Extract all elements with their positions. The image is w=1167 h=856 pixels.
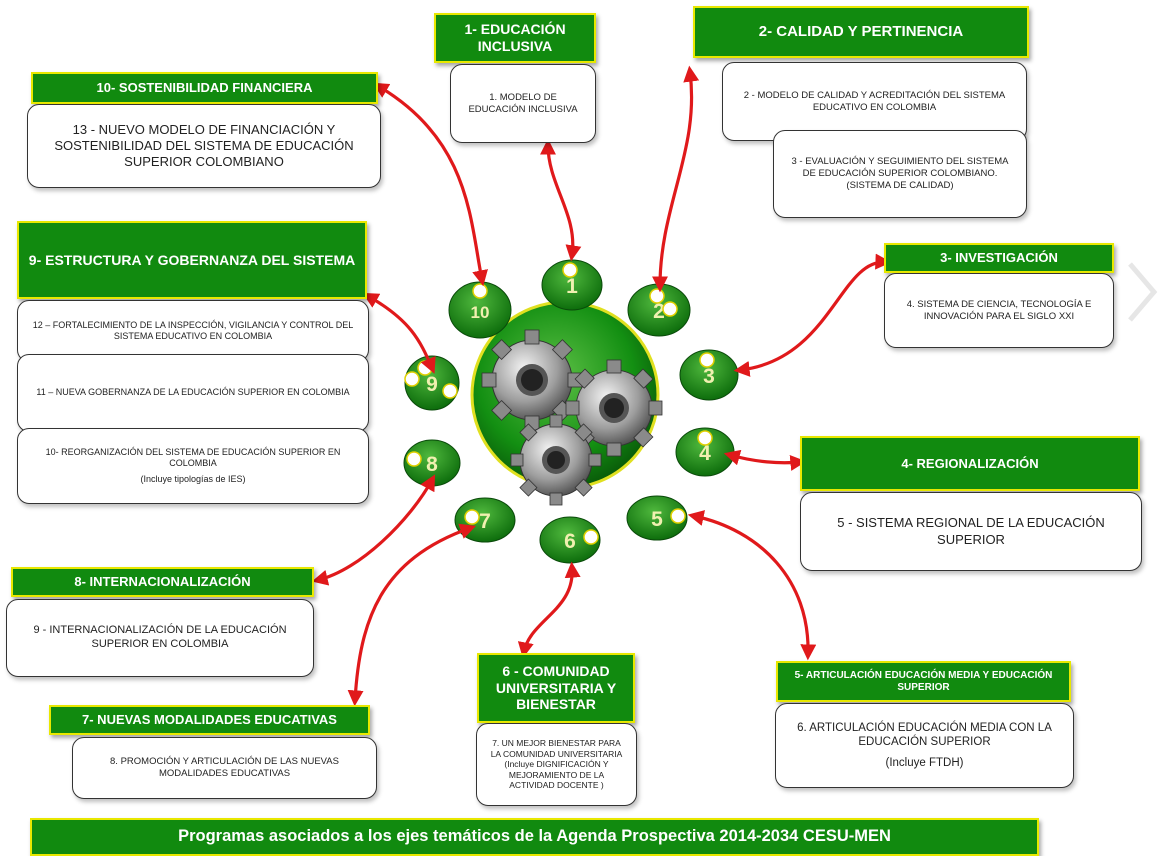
connector-arrows — [311, 65, 892, 707]
node-6-marker — [583, 529, 599, 545]
axis-4-program-1: 5 - SISTEMA REGIONAL DE LA EDUCACIÓN SUP… — [800, 492, 1142, 571]
node-8-label: 8 — [426, 453, 438, 476]
node-3-marker — [699, 352, 715, 368]
node-9-marker — [404, 371, 420, 387]
arrow-2 — [652, 65, 700, 293]
axis-6-program-1: 7. UN MEJOR BIENESTAR PARA LA COMUNIDAD … — [476, 723, 637, 806]
axis-9-program-3: 10- REORGANIZACIÓN DEL SISTEMA DE EDUCAC… — [17, 428, 369, 504]
axis-10-program-1: 13 - NUEVO MODELO DE FINANCIACIÓN Y SOST… — [27, 104, 381, 188]
node-2: 2 — [627, 283, 691, 337]
node-4-label: 4 — [699, 442, 711, 465]
node-4: 4 — [675, 427, 735, 477]
node-5: 5 — [626, 495, 688, 541]
node-7-marker — [464, 509, 480, 525]
node-6-label: 6 — [564, 530, 576, 553]
node-8: 8 — [403, 439, 461, 487]
central-hub — [470, 300, 663, 506]
node-3: 3 — [679, 349, 739, 401]
axis-1-program-1: 1. MODELO DE EDUCACIÓN INCLUSIVA — [450, 64, 596, 143]
node-7: 7 — [454, 497, 516, 543]
axis-5-program-1: 6. ARTICULACIÓN EDUCACIÓN MEDIA CON LA E… — [775, 703, 1074, 788]
axis-3-title: 3- INVESTIGACIÓN — [884, 243, 1114, 273]
axis-8-program-1: 9 - INTERNACIONALIZACIÓN DE LA EDUCACIÓN… — [6, 599, 314, 677]
arrow-1 — [540, 138, 582, 262]
node-2-marker — [662, 301, 678, 317]
node-2-label: 2 — [653, 300, 665, 323]
axis-7-title: 7- NUEVAS MODALIDADES EDUCATIVAS — [49, 705, 370, 735]
next-chevron-icon — [1128, 262, 1158, 322]
axis-1-title: 1- EDUCACIÓN INCLUSIVA — [434, 13, 596, 63]
node-1-marker — [562, 262, 578, 278]
node-10-marker — [472, 283, 488, 299]
arrow-5 — [687, 510, 817, 661]
arrow-4 — [723, 449, 807, 471]
gears-icon — [481, 329, 663, 506]
node-5-label: 5 — [651, 508, 663, 531]
axis-8-title: 8- INTERNACIONALIZACIÓN — [11, 567, 314, 597]
node-7-label: 7 — [479, 510, 491, 533]
node-1-label: 1 — [566, 275, 578, 298]
axis-9-title: 9- ESTRUCTURA Y GOBERNANZA DEL SISTEMA — [17, 221, 367, 299]
axis-2-program-2: 3 - EVALUACIÓN Y SEGUIMIENTO DEL SISTEMA… — [773, 130, 1027, 218]
axis-5-title: 5- ARTICULACIÓN EDUCACIÓN MEDIA Y EDUCAC… — [776, 661, 1071, 702]
node-6: 6 — [539, 516, 601, 564]
node-8-marker — [406, 451, 422, 467]
axis-9-program-2: 11 – NUEVA GOBERNANZA DE LA EDUCACIÓN SU… — [17, 354, 369, 432]
arrow-6 — [517, 561, 581, 659]
axis-9-program-1: 12 – FORTALECIMIENTO DE LA INSPECCIÓN, V… — [17, 300, 369, 362]
axis-2-title: 2- CALIDAD Y PERTINENCIA — [693, 6, 1029, 58]
node-5-circle — [626, 495, 688, 541]
axis-4-title: 4- REGIONALIZACIÓN — [800, 436, 1140, 491]
node-9-marker — [442, 383, 458, 399]
axis-6-title: 6 - COMUNIDAD UNIVERSITARIA Y BIENESTAR — [477, 653, 635, 723]
node-4-marker — [697, 430, 713, 446]
node-10-label: 10 — [471, 303, 490, 322]
footer-title: Programas asociados a los ejes temáticos… — [30, 818, 1039, 856]
arrow-9 — [362, 292, 436, 374]
arrow-3 — [733, 253, 892, 377]
axis-3-program-1: 4. SISTEMA DE CIENCIA, TECNOLOGÍA E INNO… — [884, 273, 1114, 348]
node-9-label: 9 — [426, 373, 438, 396]
node-2-marker — [649, 288, 665, 304]
node-5-marker — [670, 508, 686, 524]
axis-10-title: 10- SOSTENIBILIDAD FINANCIERA — [31, 72, 378, 104]
node-10: 10 — [448, 281, 512, 339]
arrow-10 — [372, 82, 488, 287]
node-1: 1 — [541, 259, 603, 311]
arrow-7 — [347, 523, 477, 707]
node-3-label: 3 — [703, 365, 715, 388]
arrow-8 — [311, 474, 436, 586]
axis-7-program-1: 8. PROMOCIÓN Y ARTICULACIÓN DE LAS NUEVA… — [72, 737, 377, 799]
